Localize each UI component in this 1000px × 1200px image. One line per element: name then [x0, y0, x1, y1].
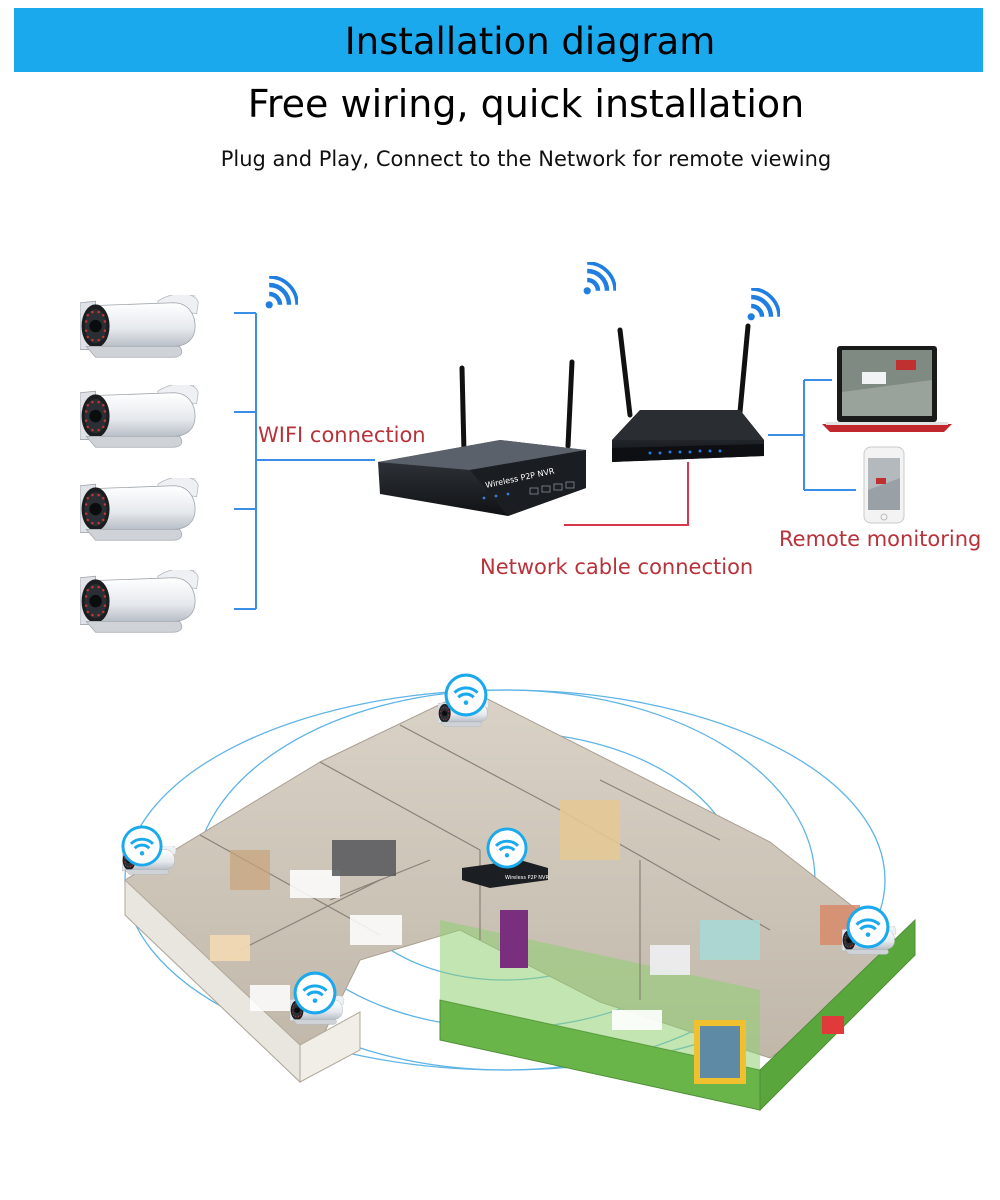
- house-camera-left: [120, 824, 180, 876]
- house-nvr-icon: Wireless P2P NVR: [462, 860, 549, 888]
- floor-plan-house: [124, 689, 916, 1112]
- remote-monitoring-label: Remote monitoring: [779, 527, 982, 551]
- title-banner: Installation diagram: [14, 8, 983, 72]
- house-camera-top: [438, 672, 492, 729]
- wifi-badge-icon: [485, 826, 529, 870]
- network-cable-label: Network cable connection: [480, 555, 754, 579]
- phone-icon: [863, 446, 905, 524]
- wifi-badge-icon: [443, 672, 489, 718]
- router-icon: [612, 323, 764, 462]
- wifi-connection-label: WIFI connection: [258, 423, 426, 447]
- nvr-icon: Wireless P2P NVR: [378, 359, 586, 516]
- wifi-signal-icon: [584, 263, 616, 295]
- wifi-badge-icon: [120, 824, 164, 868]
- wifi-badge-icon: [292, 970, 338, 1016]
- subtitle: Free wiring, quick installation: [247, 82, 805, 126]
- tagline: Plug and Play, Connect to the Network fo…: [220, 147, 832, 171]
- remote-connector-bracket: [768, 379, 856, 491]
- page-title: Installation diagram: [344, 20, 716, 63]
- wifi-badge-icon: [845, 904, 891, 950]
- laptop-icon: [822, 346, 952, 432]
- camera-connector-bracket: [234, 312, 375, 610]
- network-cable-line: [564, 462, 689, 526]
- house-nvr-label: Wireless P2P NVR: [505, 875, 549, 881]
- camera-1-icon: [80, 247, 203, 357]
- wifi-signal-icon: [266, 277, 298, 309]
- wifi-signal-icon: [748, 289, 780, 321]
- house-camera-center: [485, 826, 529, 870]
